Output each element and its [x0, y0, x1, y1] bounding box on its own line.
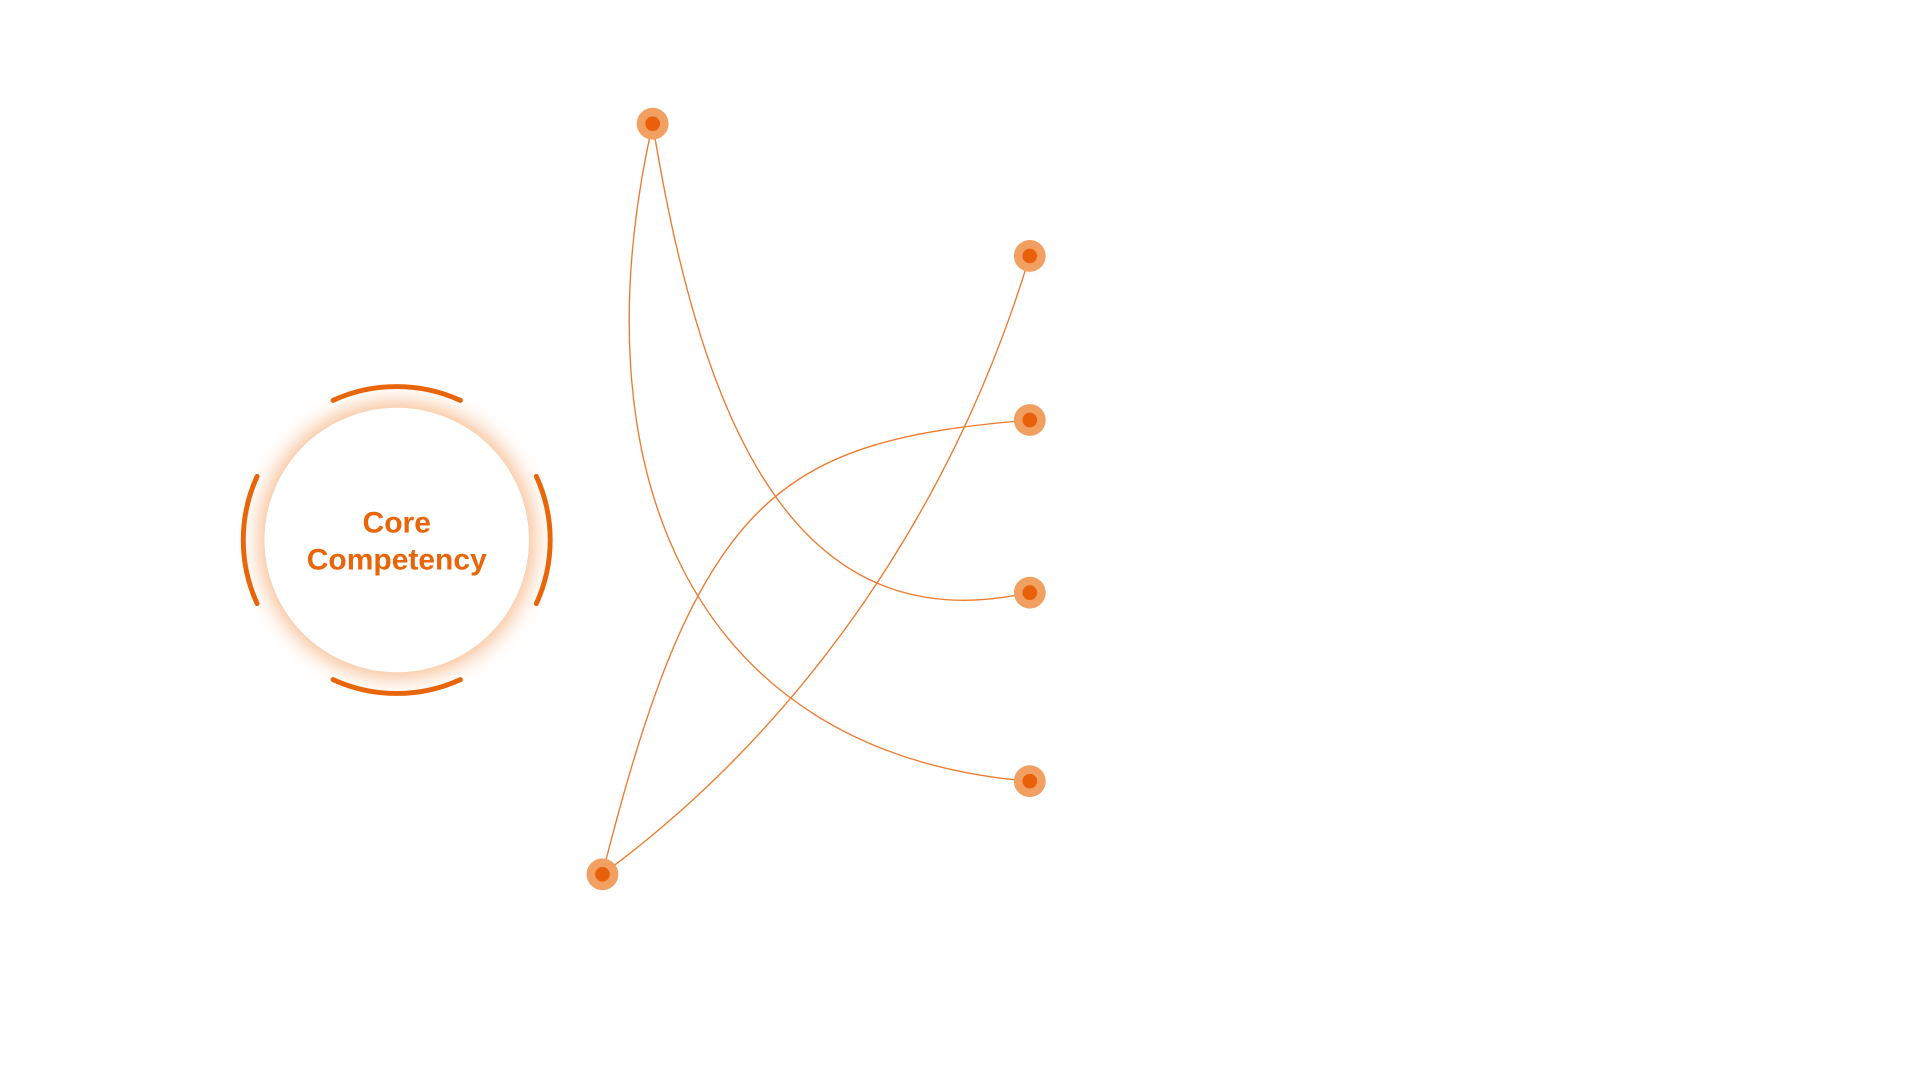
- node-core: [1022, 248, 1038, 264]
- node-a: [636, 107, 669, 140]
- node-core: [645, 116, 660, 132]
- node-b: [1013, 240, 1046, 272]
- node-core: [1022, 412, 1038, 428]
- link-f-c: [601, 419, 1030, 875]
- ring-arc-left: [240, 473, 260, 607]
- node-f: [586, 858, 619, 891]
- node-e: [1013, 765, 1046, 798]
- ring-arc-right: [533, 473, 553, 607]
- hub-title-line2: Competency: [307, 543, 487, 576]
- node-core: [595, 866, 610, 882]
- connector-lines: [601, 123, 1031, 875]
- hub-circle: [264, 407, 529, 673]
- core-competency-hub: Core Competency: [240, 384, 553, 696]
- node-core: [1022, 585, 1038, 600]
- link-f-b: [602, 255, 1031, 875]
- ring-arc-top: [330, 384, 463, 403]
- node-d: [1013, 576, 1046, 609]
- node-core: [1022, 773, 1038, 789]
- hub-title-line1: Core: [363, 507, 431, 540]
- nodes: [586, 107, 1046, 891]
- ring-arc-bottom: [330, 677, 463, 696]
- link-a-d: [651, 123, 1030, 601]
- link-a-e: [628, 123, 1030, 782]
- node-c: [1013, 404, 1046, 436]
